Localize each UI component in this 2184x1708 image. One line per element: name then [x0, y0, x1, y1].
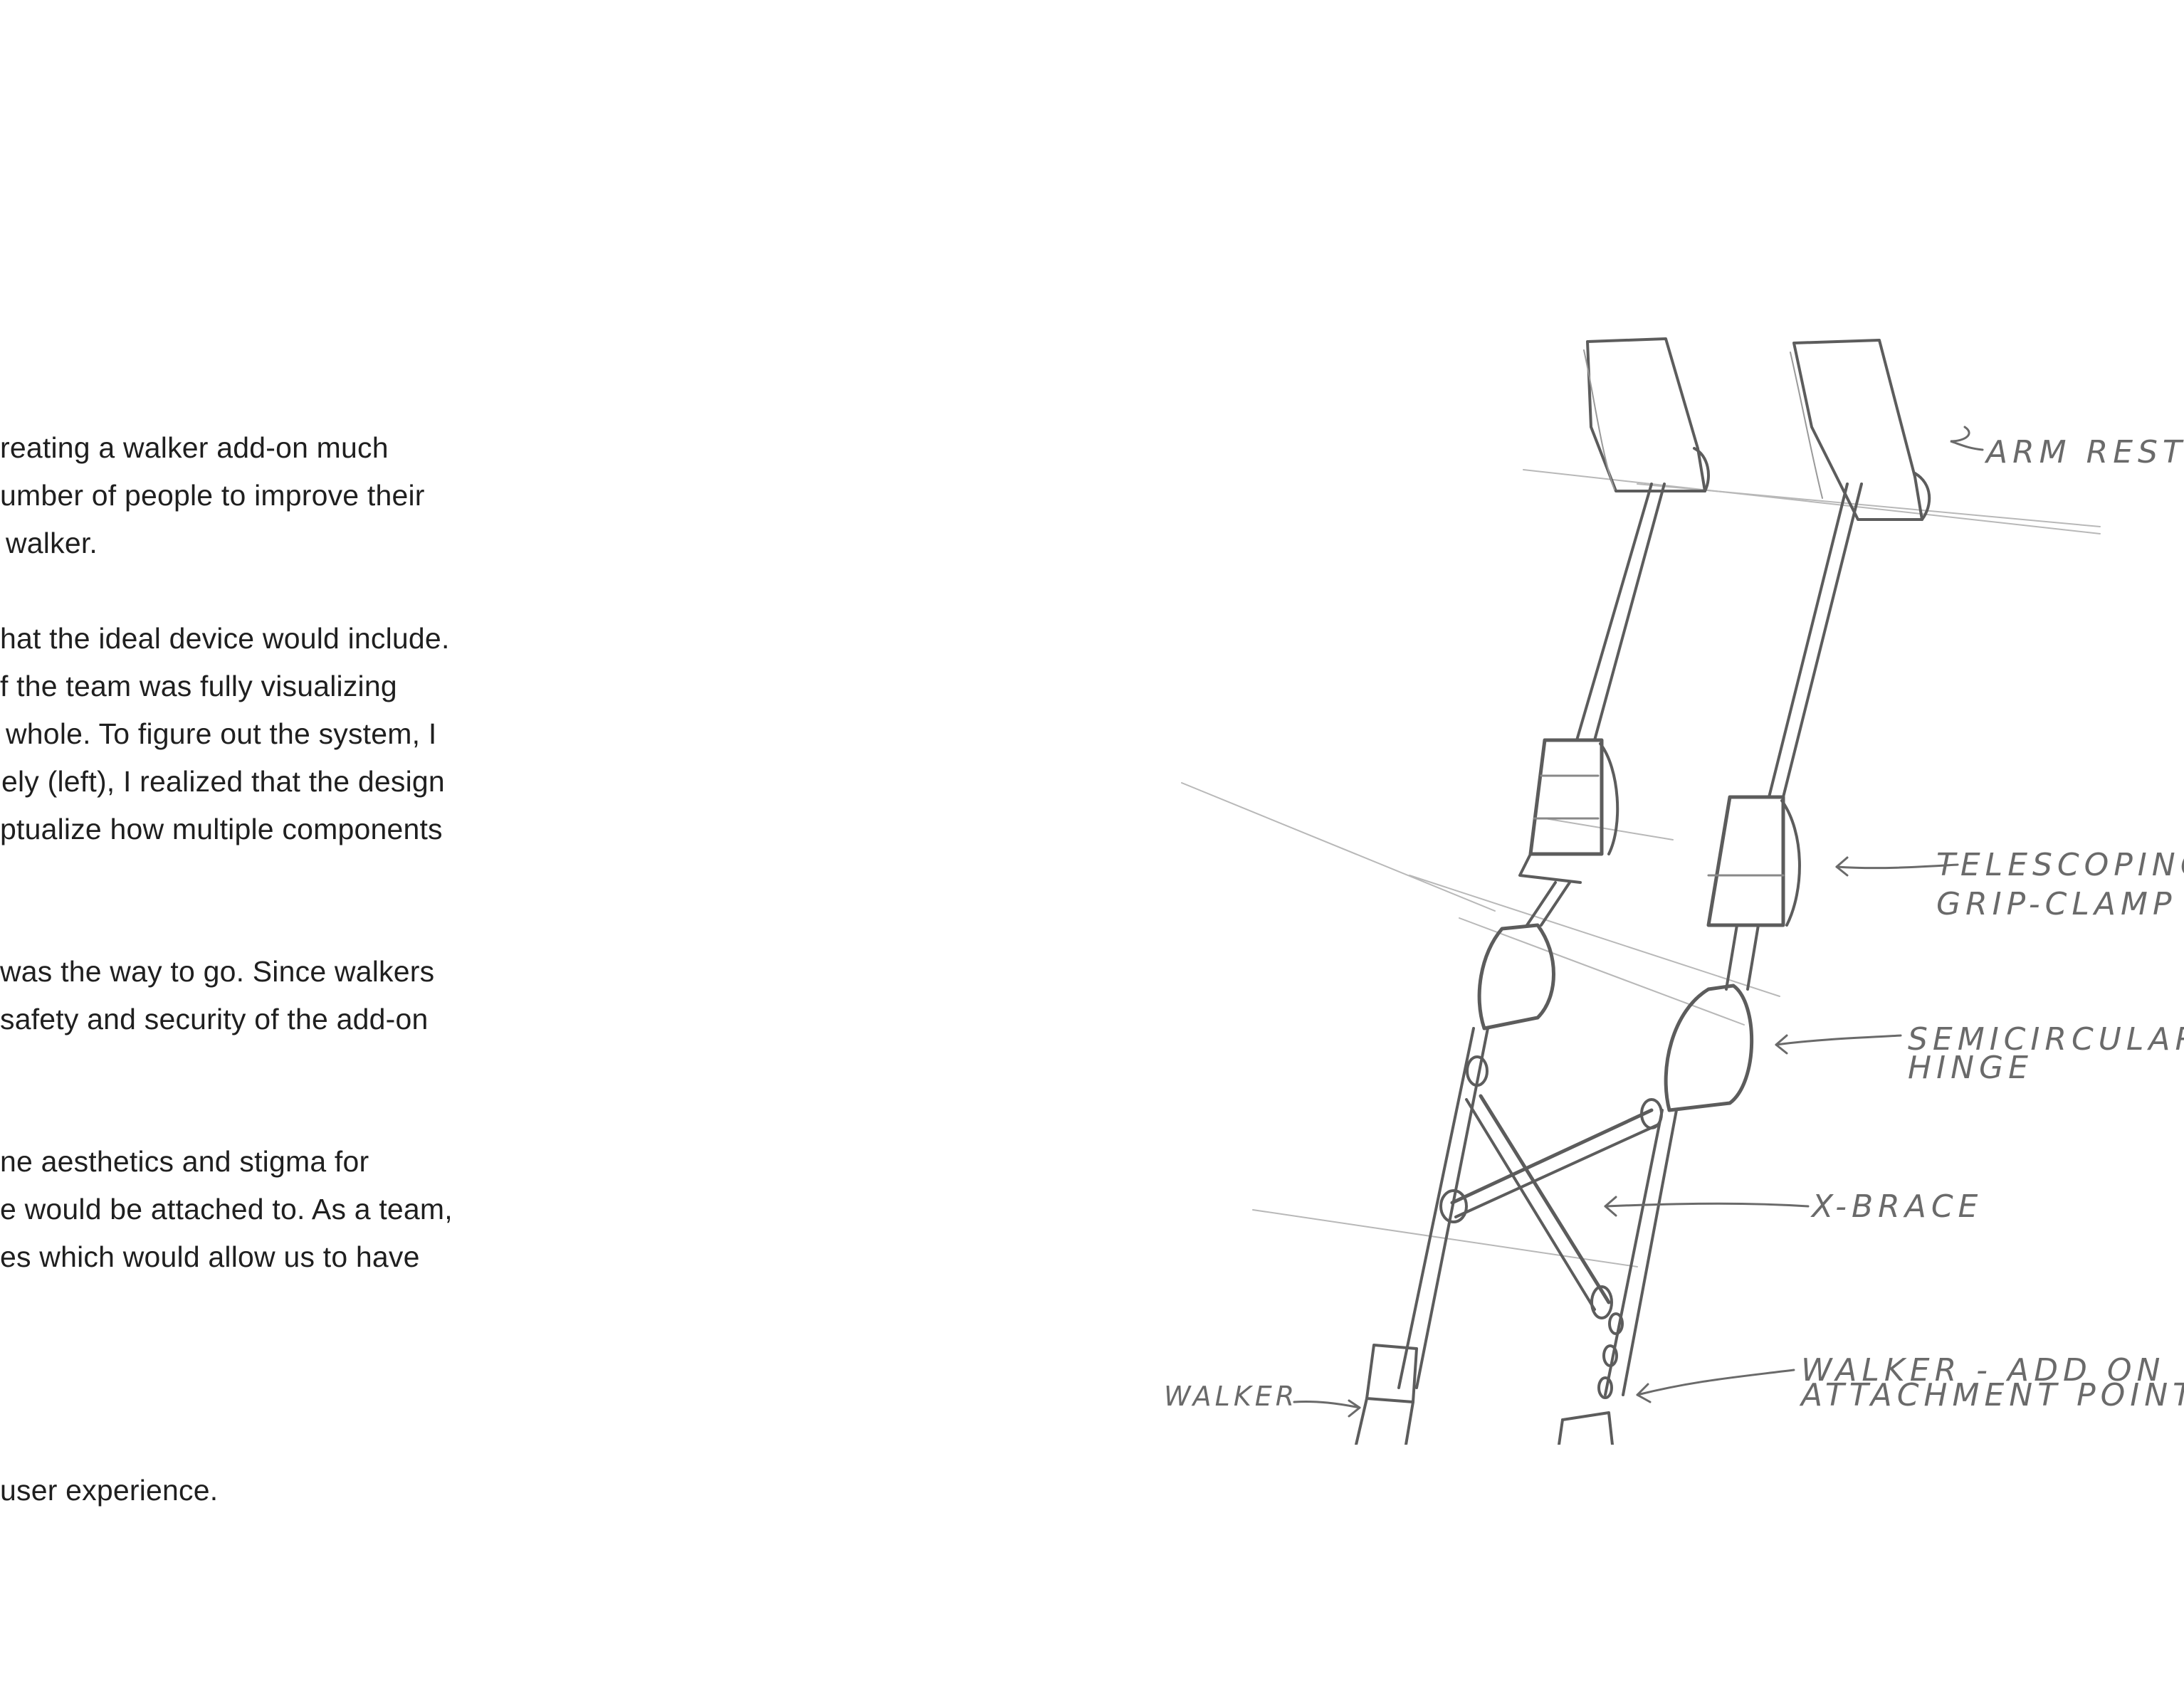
walker-addon-sketch: ARM RESTS TELESCOPING GRIP-CLAMP SEMICIR…: [1111, 306, 2184, 1445]
body-text-line: ptualize how multiple components: [0, 813, 443, 845]
body-text-line: walker.: [6, 527, 98, 559]
label-walker: WALKER: [1164, 1381, 1298, 1412]
label-x-brace: X-BRACE: [1810, 1188, 1983, 1225]
body-text-line: was the way to go. Since walkers: [0, 955, 435, 988]
body-text-line: hat the ideal device would include.: [0, 622, 450, 655]
body-text-line: ely (left), I realized that the design: [1, 765, 445, 798]
pencil-sketch-drawing: ARM RESTS TELESCOPING GRIP-CLAMP SEMICIR…: [1164, 337, 2184, 1445]
body-text-column: reating a walker add-on much umber of pe…: [0, 0, 498, 1708]
body-text-line: e would be attached to. As a team,: [0, 1193, 453, 1225]
body-text-line: ne aesthetics and stigma for: [0, 1145, 369, 1178]
body-text-line: safety and security of the add-on: [0, 1003, 429, 1035]
label-arm-rests: ARM RESTS: [1984, 434, 2184, 470]
label-hinge: HINGE: [1908, 1050, 2033, 1086]
body-text-line: user experience.: [0, 1474, 219, 1507]
label-telescoping: TELESCOPING: [1936, 847, 2184, 883]
label-semicircular: SEMICIRCULAR: [1908, 1021, 2184, 1058]
body-text-line: f the team was fully visualizing: [0, 670, 397, 702]
body-text-line: whole. To figure out the system, I: [6, 717, 437, 750]
label-grip-clamp: GRIP-CLAMP: [1936, 886, 2176, 922]
body-text-line: es which would allow us to have: [0, 1240, 420, 1273]
body-text-line: reating a walker add-on much: [0, 431, 389, 464]
label-attachment-point: ATTACHMENT POINT: [1799, 1377, 2184, 1413]
label-walker-addon: WALKER - ADD ON: [1801, 1352, 2165, 1388]
body-text-line: umber of people to improve their: [0, 479, 425, 512]
